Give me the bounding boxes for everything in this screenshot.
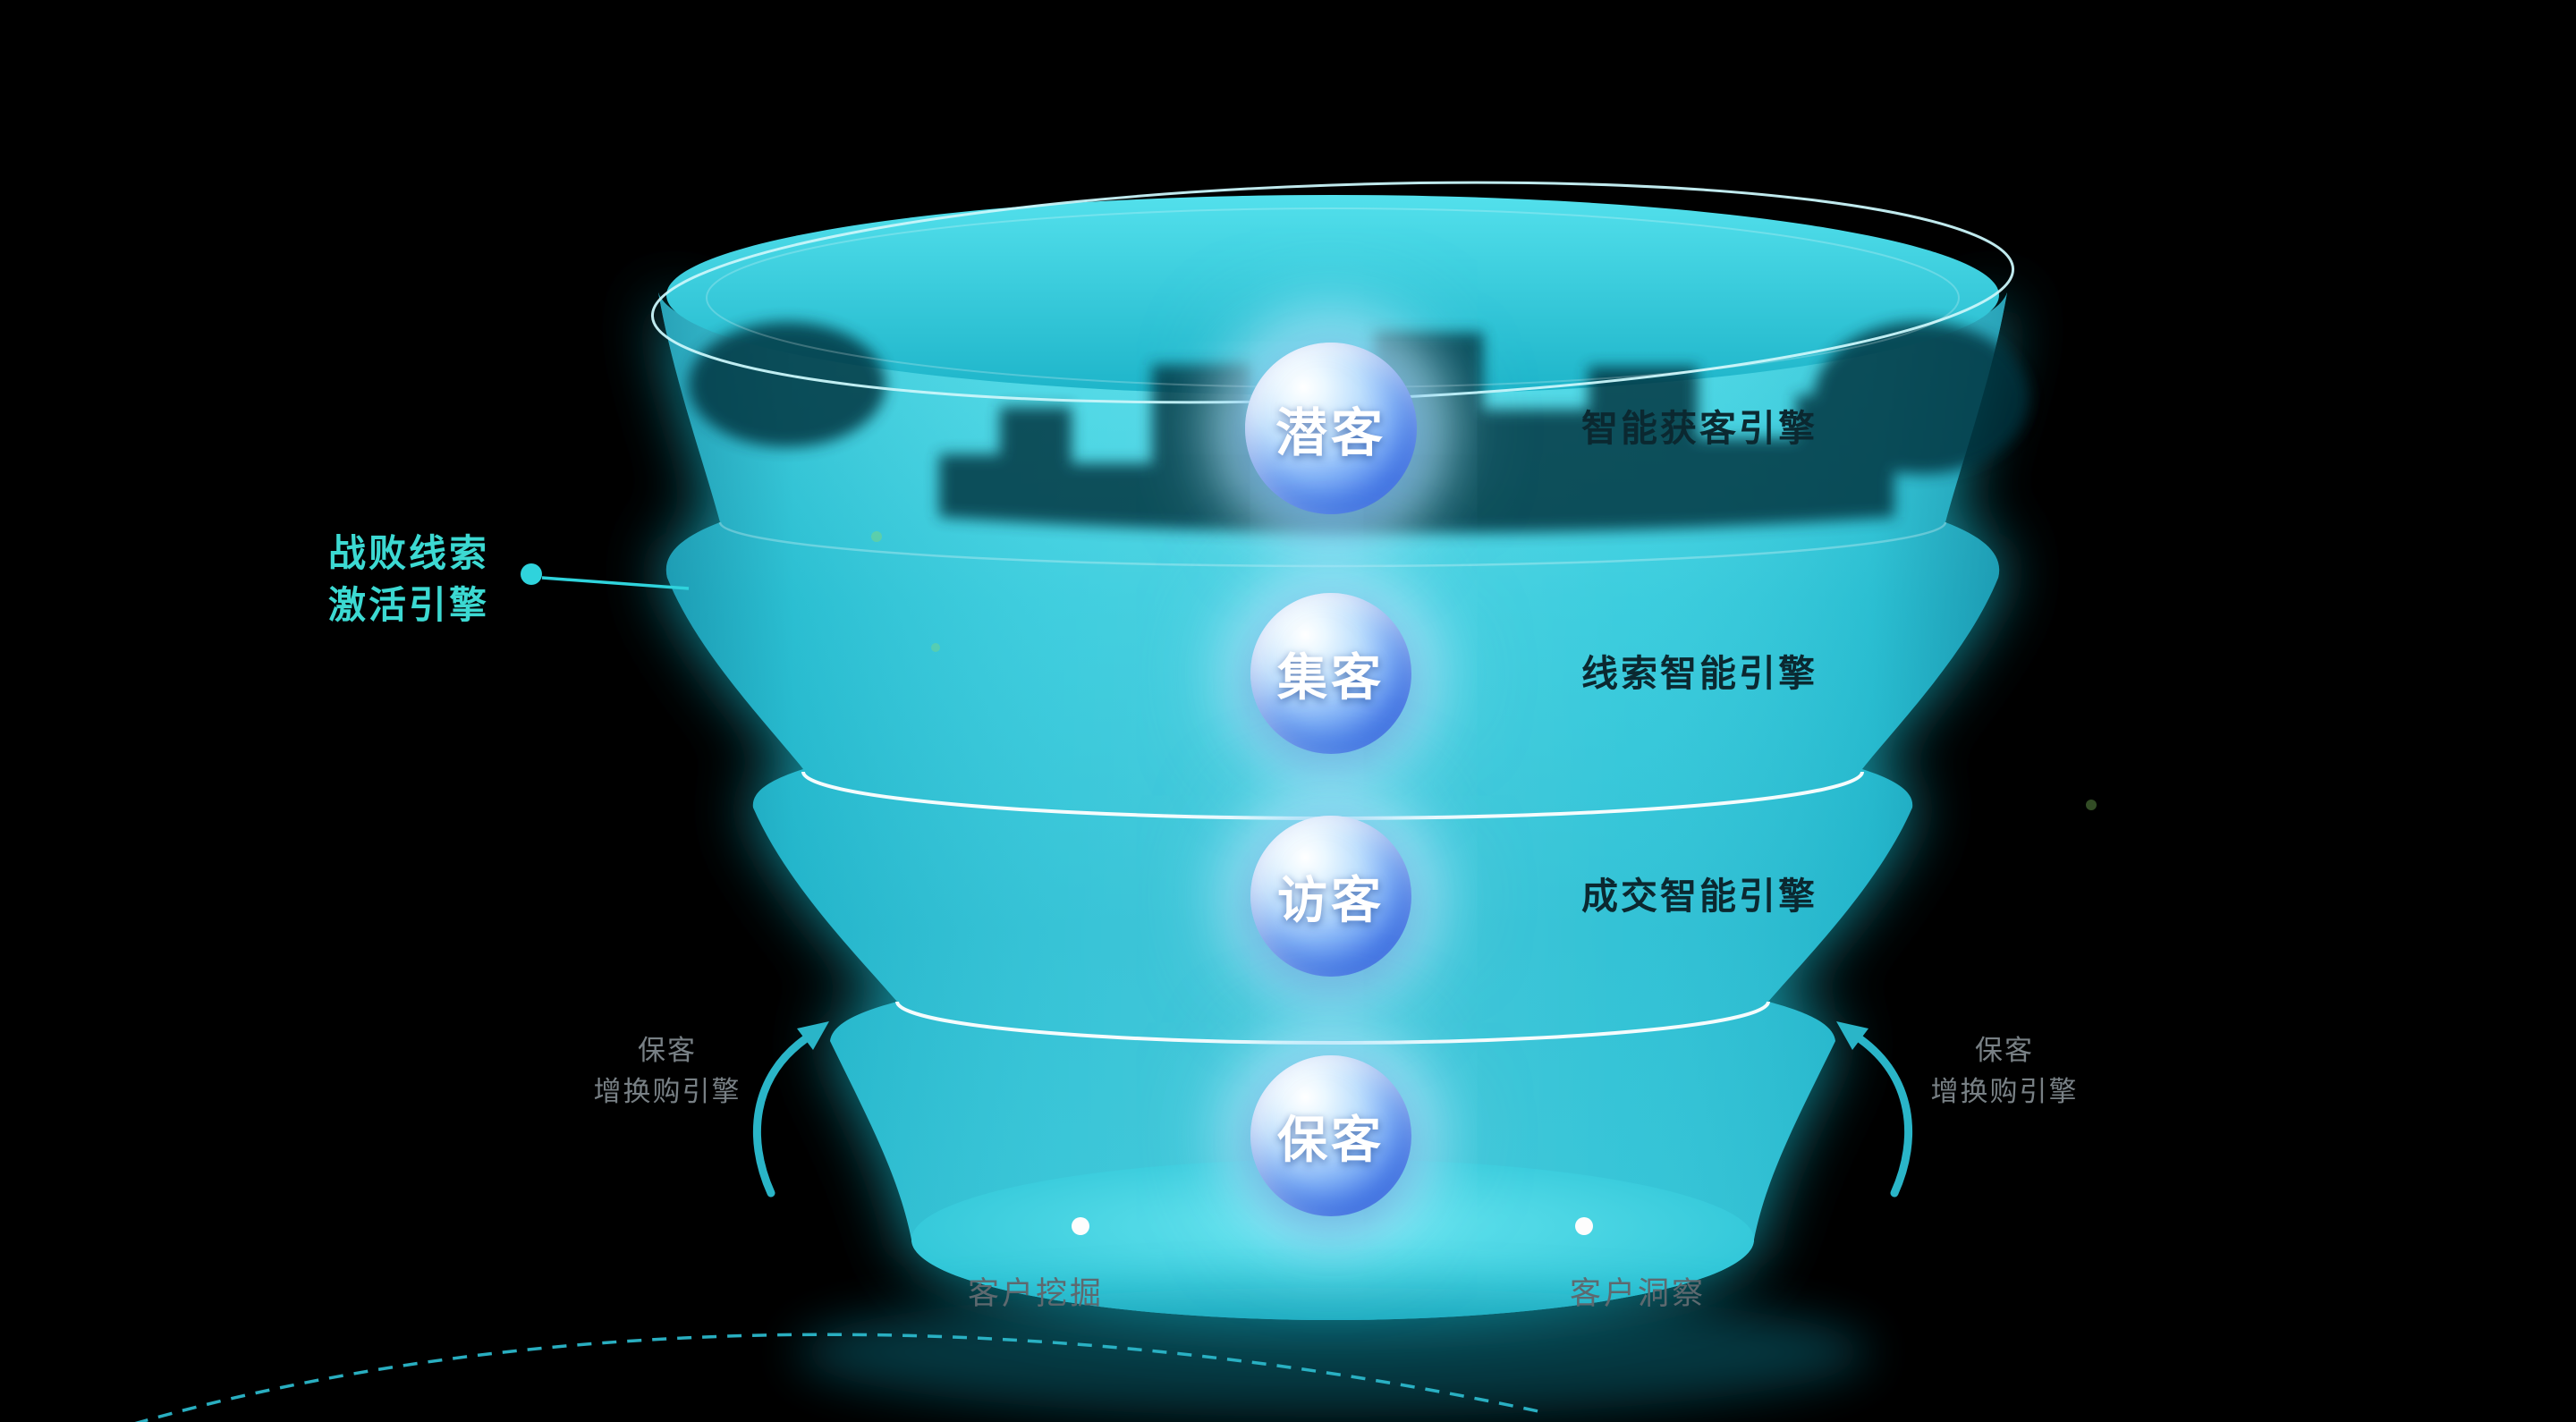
retention-engine-label-right: 保客 增换购引擎	[1826, 1030, 2183, 1113]
engine-label-acquisition: 智能获客引擎	[1581, 407, 1818, 450]
retention-engine-label-left: 保客 增换购引擎	[488, 1030, 846, 1113]
stage-badge-prospects: 潜客	[1245, 343, 1417, 514]
stage-label: 集客	[1277, 648, 1385, 707]
bottom-dot-left	[1072, 1217, 1089, 1235]
engine-label-leads: 线索智能引擎	[1581, 652, 1818, 695]
connector-dot	[521, 563, 542, 585]
stage-badge-retained: 保客	[1250, 1055, 1411, 1216]
lost-lead-connector	[521, 563, 690, 590]
retention-right-line2: 增换购引擎	[1930, 1076, 2079, 1108]
stage-badge-gathered: 集客	[1250, 593, 1411, 754]
accent-dots	[871, 531, 2097, 810]
engine-label-deals: 成交智能引擎	[1581, 875, 1818, 918]
left-up-arrow	[753, 1021, 829, 1198]
stage-label: 保客	[1277, 1111, 1385, 1170]
lost-lead-line2: 激活引擎	[327, 583, 489, 627]
retention-left-line2: 增换购引擎	[593, 1076, 741, 1108]
lost-lead-engine-label: 战败线索 激活引擎	[230, 528, 588, 631]
stage-label: 访客	[1277, 871, 1385, 930]
retention-right-line1: 保客	[1975, 1035, 2034, 1067]
bottom-dot-right	[1575, 1217, 1593, 1235]
funnel-top-opening	[666, 195, 1999, 395]
stage-label: 潜客	[1275, 402, 1386, 463]
floor-reflection	[796, 1288, 1869, 1417]
stage-badge-visitors: 访客	[1250, 816, 1411, 977]
lost-lead-line1: 战败线索	[327, 531, 489, 575]
dashed-orbit-arc	[134, 1333, 1539, 1422]
right-up-arrow	[1836, 1021, 1912, 1198]
tier-divider-1	[718, 521, 1947, 568]
bottom-label-insight: 客户洞察	[1569, 1276, 1706, 1312]
retention-left-line1: 保客	[638, 1035, 697, 1067]
bottom-label-mining: 客户挖掘	[967, 1276, 1104, 1312]
